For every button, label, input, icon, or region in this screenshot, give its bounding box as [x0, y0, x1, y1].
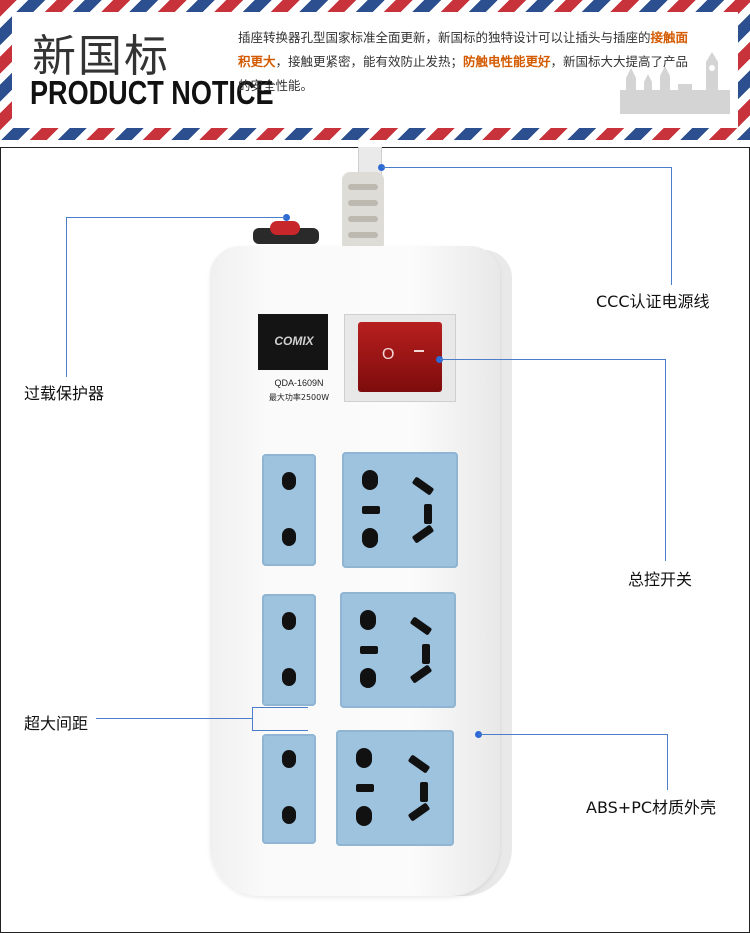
- socket-slot: [409, 616, 433, 636]
- socket-hole: [360, 610, 376, 630]
- multi-standard-socket: [336, 730, 454, 846]
- notice-highlight-shock-protection: 防触电性能更好: [463, 54, 551, 69]
- title-chinese: 新国标: [32, 31, 170, 82]
- multi-standard-socket: [340, 592, 456, 708]
- callout-line-spacing: [96, 718, 252, 719]
- callout-label-overload: 过载保护器: [24, 384, 105, 403]
- socket-hole: [360, 668, 376, 688]
- callout-line-cord: [382, 167, 672, 168]
- callout-line-overload: [66, 217, 286, 218]
- multi-standard-socket: [342, 452, 458, 568]
- callout-dot-overload: [283, 214, 290, 221]
- socket-slot: [362, 506, 380, 514]
- cord-rib: [348, 232, 378, 238]
- notice-part-2: ，接触更紧密，能有效防止发热；: [275, 54, 464, 69]
- overload-protector-base[interactable]: [253, 228, 319, 244]
- callout-bracket-spacing: [252, 707, 253, 731]
- socket-slot: [411, 476, 435, 496]
- socket-hole: [356, 806, 372, 826]
- callout-label-spacing: 超大间距: [24, 714, 89, 733]
- callout-line-overload: [66, 217, 67, 377]
- callout-dot-shell: [475, 731, 482, 738]
- socket-slot: [409, 664, 433, 684]
- two-pin-socket: [262, 454, 316, 566]
- socket-hole: [282, 750, 296, 768]
- socket-hole: [282, 528, 296, 546]
- socket-slot: [424, 504, 432, 524]
- cord-rib: [348, 184, 378, 190]
- two-pin-socket: [262, 734, 316, 844]
- callout-line-shell: [479, 734, 668, 735]
- socket-hole: [362, 528, 378, 548]
- socket-slot: [407, 754, 431, 774]
- socket-slot: [420, 782, 428, 802]
- socket-hole: [282, 806, 296, 824]
- notice-text: 插座转换器孔型国家标准全面更新，新国标的独特设计可以让插头与插座的接触面积更大，…: [238, 26, 700, 98]
- switch-off-symbol: O: [382, 346, 395, 363]
- brand-logo: COMIX: [274, 334, 314, 348]
- socket-slot: [411, 524, 435, 544]
- callout-dot-cord: [378, 164, 385, 171]
- notice-highlight-contact-area: 接触面积更大: [238, 30, 689, 69]
- socket-hole: [282, 668, 296, 686]
- socket-slot: [360, 646, 378, 654]
- notice-part-1: 插座转换器孔型国家标准全面更新，新国标的独特设计可以让插头与插座的: [238, 30, 651, 45]
- max-power-label: 最大功率2500W: [268, 393, 330, 402]
- callout-dot-switch: [436, 356, 443, 363]
- socket-slot: [422, 644, 430, 664]
- callout-line-cord: [671, 167, 672, 285]
- callout-line-shell: [667, 734, 668, 790]
- cord-rib: [348, 216, 378, 222]
- socket-hole: [282, 472, 296, 490]
- brand-logo-plate: [258, 314, 328, 370]
- header-panel: [12, 12, 738, 128]
- model-number: QDA-1609N: [274, 378, 324, 388]
- cord-rib: [348, 200, 378, 206]
- socket-hole: [282, 612, 296, 630]
- callout-bracket-spacing: [252, 730, 308, 731]
- master-switch-rocker[interactable]: [358, 322, 442, 392]
- callout-label-switch: 总控开关: [628, 570, 693, 589]
- callout-bracket-spacing: [252, 707, 308, 708]
- socket-slot: [356, 784, 374, 792]
- notice-part-3: ，新国标大大提高了产品的安全性能。: [238, 54, 689, 93]
- socket-hole: [356, 748, 372, 768]
- title-english: PRODUCT NOTICE: [30, 74, 274, 111]
- switch-on-symbol: [414, 350, 424, 352]
- two-pin-socket: [262, 594, 316, 706]
- callout-label-shell: ABS+PC材质外壳: [586, 798, 717, 817]
- london-skyline-icon: [620, 52, 730, 114]
- socket-hole: [362, 470, 378, 490]
- callout-label-cord: CCC认证电源线: [596, 292, 710, 311]
- callout-line-switch: [665, 359, 666, 561]
- header-banner: [0, 0, 750, 140]
- callout-line-switch: [440, 359, 666, 360]
- overload-protector-button[interactable]: [270, 221, 300, 235]
- socket-slot: [407, 802, 431, 822]
